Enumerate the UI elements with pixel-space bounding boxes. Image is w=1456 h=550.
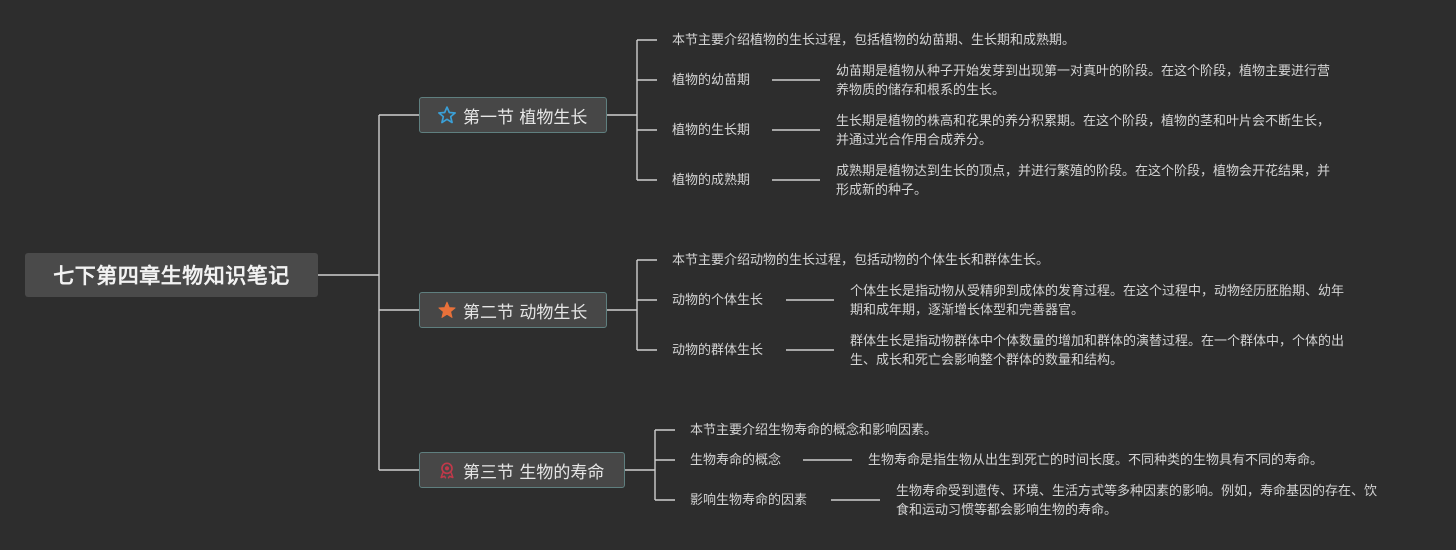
section-3-item-2-label[interactable]: 影响生物寿命的因素: [690, 493, 808, 508]
section-3-item-2-desc[interactable]: 生物寿命受到遗传、环境、生活方式等多种因素的影响。例如，寿命基因的存在、饮食和运…: [896, 484, 1378, 518]
section-2-item-1-label[interactable]: 动物的个体生长: [672, 293, 764, 308]
section-1-item-1-desc[interactable]: 幼苗期是植物从种子开始发芽到出现第一对真叶的阶段。在这个阶段，植物主要进行营养物…: [836, 64, 1331, 98]
award-ribbon-icon: [436, 459, 458, 481]
section-1-item-3-desc[interactable]: 成熟期是植物达到生长的顶点，并进行繁殖的阶段。在这个阶段，植物会开花结果，并形成…: [836, 164, 1331, 198]
section-3-title: 第三节 生物的寿命: [463, 462, 605, 483]
section-2-intro[interactable]: 本节主要介绍动物的生长过程，包括动物的个体生长和群体生长。: [672, 253, 1050, 268]
section-2-title: 第二节 动物生长: [463, 302, 588, 323]
section-1-title: 第一节 植物生长: [463, 107, 588, 128]
section-2-item-2-desc[interactable]: 群体生长是指动物群体中个体数量的增加和群体的演替过程。在一个群体中，个体的出生、…: [850, 334, 1345, 368]
outline-star-icon: [436, 104, 458, 126]
filled-star-icon: [436, 299, 458, 321]
section-2-topic[interactable]: 第二节 动物生长: [419, 292, 607, 328]
section-2-item-2-label[interactable]: 动物的群体生长: [672, 343, 764, 358]
section-1-item-2-label[interactable]: 植物的生长期: [672, 123, 751, 138]
section-1-item-1-label[interactable]: 植物的幼苗期: [672, 73, 751, 88]
section-1-intro[interactable]: 本节主要介绍植物的生长过程，包括植物的幼苗期、生长期和成熟期。: [672, 33, 1076, 48]
root-topic[interactable]: 七下第四章生物知识笔记: [25, 253, 318, 297]
section-3-intro[interactable]: 本节主要介绍生物寿命的概念和影响因素。: [690, 423, 938, 438]
section-3-item-1-desc[interactable]: 生物寿命是指生物从出生到死亡的时间长度。不同种类的生物具有不同的寿命。: [868, 453, 1324, 468]
section-1-item-2-desc[interactable]: 生长期是植物的株高和花果的养分积累期。在这个阶段，植物的茎和叶片会不断生长，并通…: [836, 114, 1331, 148]
section-1-topic[interactable]: 第一节 植物生长: [419, 97, 607, 133]
section-3-item-1-label[interactable]: 生物寿命的概念: [690, 453, 782, 468]
section-2-item-1-desc[interactable]: 个体生长是指动物从受精卵到成体的发育过程。在这个过程中，动物经历胚胎期、幼年期和…: [850, 284, 1345, 318]
section-3-topic[interactable]: 第三节 生物的寿命: [419, 452, 625, 488]
section-1-item-3-label[interactable]: 植物的成熟期: [672, 173, 751, 188]
